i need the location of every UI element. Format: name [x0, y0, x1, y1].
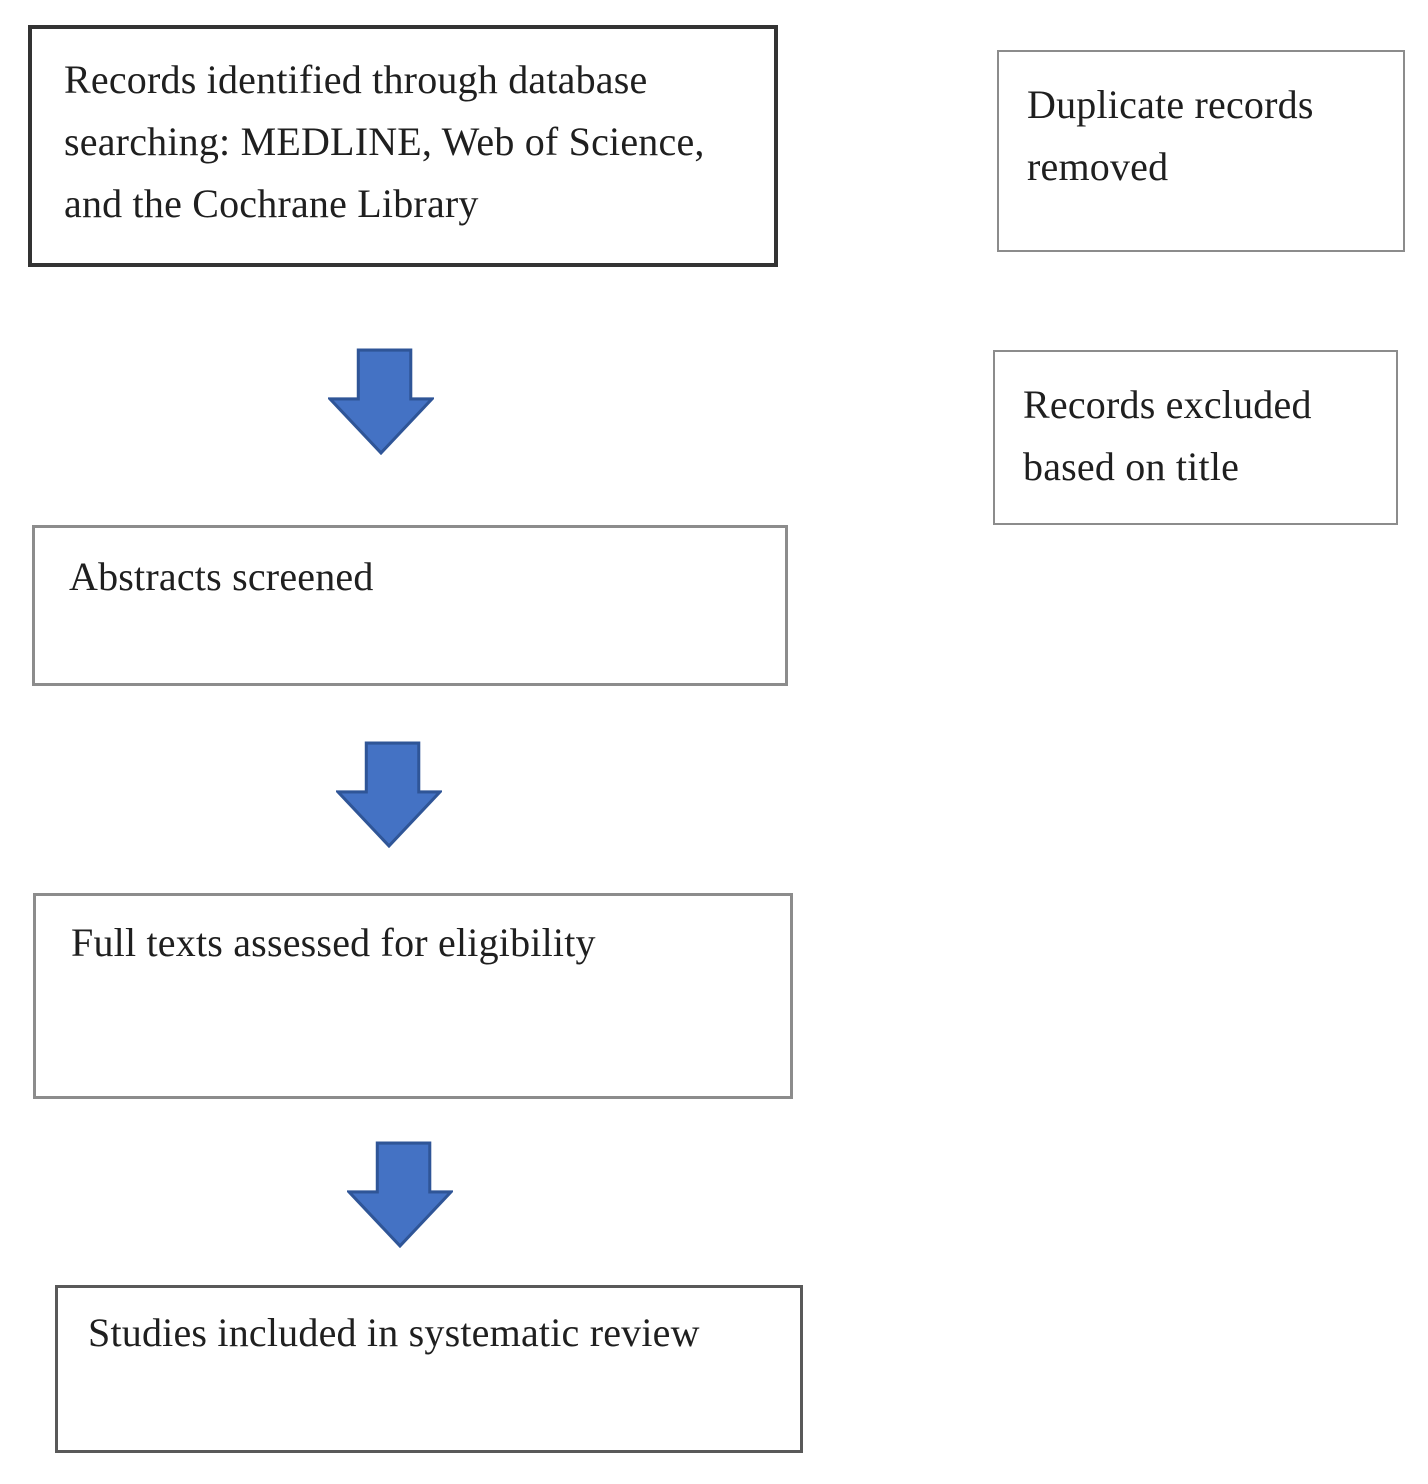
down-arrow-icon — [336, 741, 442, 848]
down-arrow-icon — [347, 1141, 453, 1248]
flow-node-label: Abstracts screened — [69, 554, 374, 599]
flow-node-label: Studies included in systematic review — [88, 1310, 700, 1355]
flow-node-fulltexts-assessed: Full texts assessed for eligibility — [33, 893, 793, 1099]
flow-node-label: Duplicate records removed — [1027, 82, 1314, 189]
flow-node-duplicates-removed: Duplicate records removed — [997, 50, 1405, 252]
down-arrow-icon — [328, 348, 434, 455]
flow-node-studies-included: Studies included in systematic review — [55, 1285, 803, 1453]
flow-node-records-excluded: Records excluded based on title — [993, 350, 1398, 525]
flow-node-records-identified: Records identified through database sear… — [28, 25, 778, 267]
flow-node-label: Records identified through database sear… — [64, 57, 705, 226]
flow-node-label: Full texts assessed for eligibility — [71, 920, 596, 965]
flow-node-abstracts-screened: Abstracts screened — [32, 525, 788, 686]
flow-node-label: Records excluded based on title — [1023, 382, 1312, 489]
